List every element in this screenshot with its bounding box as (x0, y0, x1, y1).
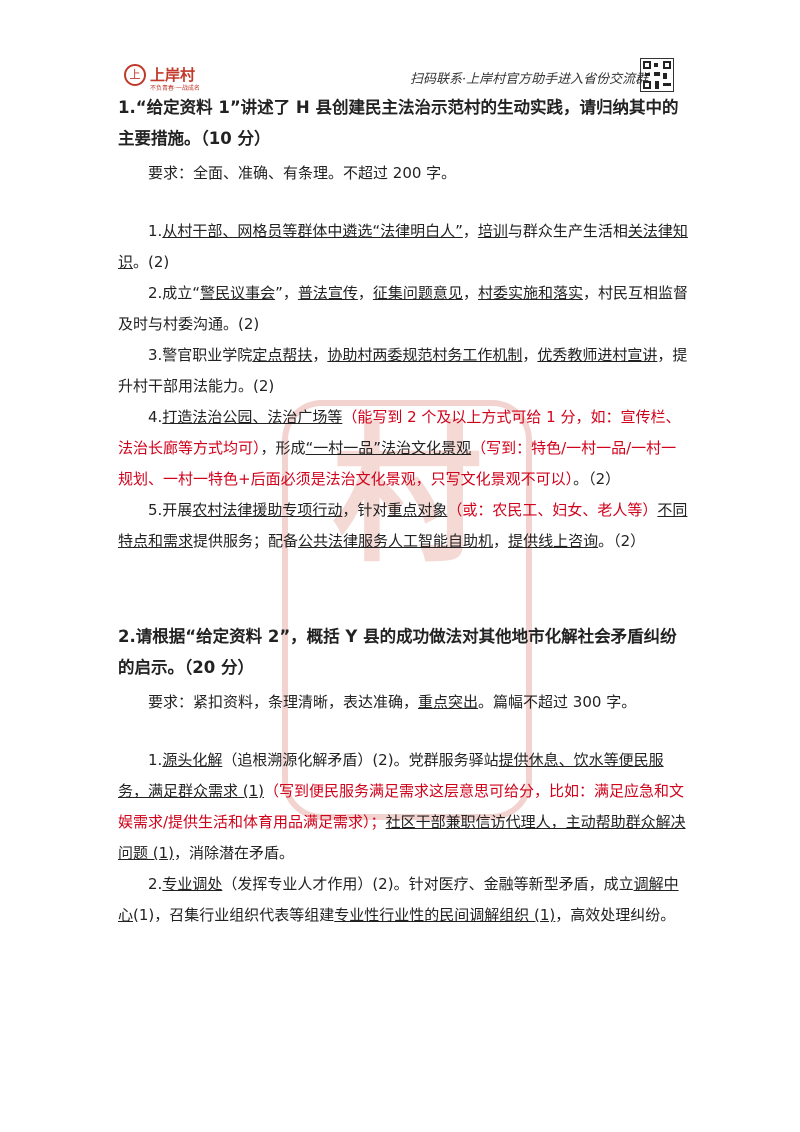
q2-answer-2: 2.专业调处（发挥专业人才作用）(2)。针对医疗、金融等新型矛盾，成立调解中心(… (118, 875, 679, 924)
document-body: 1.“给定资料 1”讲述了 H 县创建民主法治示范村的生动实践，请归纳其中的主要… (118, 92, 688, 931)
q1-answer-1: 1.从村干部、网格员等群体中遴选“法律明白人”，培训与群众生产生活相关法律知识。… (118, 222, 688, 271)
q1-answer-4: 4.打造法治公园、法治广场等（能写到 2 个及以上方式可给 1 分，如：宣传栏、… (118, 408, 681, 488)
header-contact-text: 扫码联系·上岸村官方助手进入省份交流群 (410, 72, 649, 87)
q1-answer-5: 5.开展农村法律援助专项行动，针对重点对象（或：农民工、妇女、老人等）不同特点和… (118, 501, 688, 550)
brand-name: 上岸村 (150, 66, 196, 84)
question-2-title: 2.请根据“给定资料 2”，概括 Y 县的成功做法对其他地市化解社会矛盾纠纷的启… (118, 627, 677, 677)
q1-answer-2: 2.成立“警民议事会”，普法宣传，征集问题意见，村委实施和落实，村民互相监督及时… (118, 284, 688, 333)
question-1-requirement: 要求：全面、准确、有条理。不超过 200 字。 (148, 164, 457, 182)
watermark: 村 (282, 400, 532, 820)
qr-code-icon (640, 58, 674, 92)
seal-icon: 上 (124, 64, 146, 86)
q2-answer-1: 1.源头化解（追根溯源化解矛盾）(2)。党群服务驿站提供休息、饮水等便民服务，满… (118, 751, 686, 862)
q1-answer-3: 3.警官职业学院定点帮扶，协助村两委规范村务工作机制，优秀教师进村宣讲，提升村干… (118, 346, 688, 395)
question-1-title: 1.“给定资料 1”讲述了 H 县创建民主法治示范村的生动实践，请归纳其中的主要… (118, 98, 679, 148)
page-header: 上 上岸村 不负青春·一战成名 扫码联系·上岸村官方助手进入省份交流群 (0, 0, 800, 92)
question-2-requirement: 要求：紧扣资料，条理清晰，表达准确，重点突出。篇幅不超过 300 字。 (148, 693, 637, 711)
brand-slogan: 不负青春·一战成名 (150, 85, 200, 92)
